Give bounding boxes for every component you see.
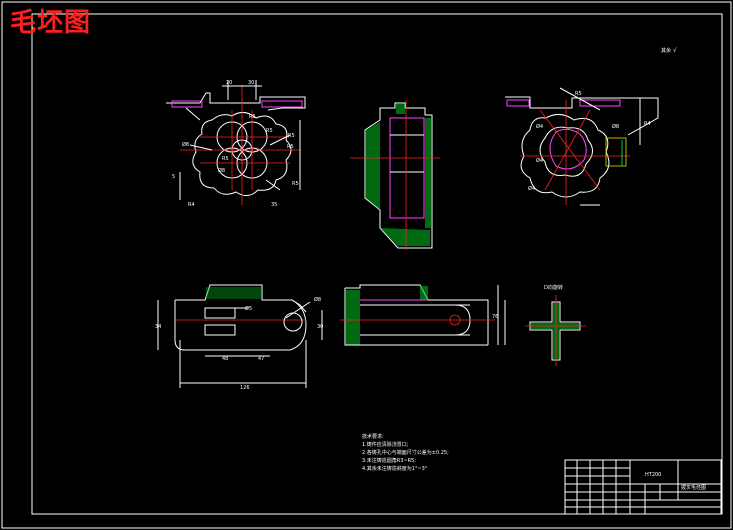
roughness-mark: 其余: [661, 47, 671, 54]
svg-text:Ø5: Ø5: [245, 305, 252, 312]
svg-text:5: 5: [172, 174, 175, 180]
svg-text:R5: R5: [266, 128, 273, 134]
svg-text:Ø4: Ø4: [536, 157, 543, 164]
svg-text:R5: R5: [249, 114, 256, 120]
frame-border: [31, 13, 723, 515]
svg-text:20: 20: [226, 80, 232, 86]
svg-text:Ø8: Ø8: [612, 123, 619, 130]
d-view-label: D向旋转: [544, 284, 563, 291]
svg-text:Ø8: Ø8: [314, 296, 321, 303]
svg-text:30: 30: [317, 324, 323, 330]
svg-text:34: 34: [155, 324, 161, 330]
bottom-middle-side-view: 76: [340, 284, 506, 346]
svg-text:30: 30: [248, 80, 254, 86]
svg-text:76: 76: [492, 314, 498, 320]
material-label: HT200: [645, 472, 661, 478]
svg-text:R5: R5: [575, 91, 582, 97]
svg-text:48: 48: [222, 356, 228, 362]
top-left-view: 20 30 R5 R5 R5 R5 Ø8 R5 Ø8 R5 5 R4 35: [166, 80, 306, 208]
svg-text:R5: R5: [222, 156, 229, 162]
svg-text:Ø4: Ø4: [536, 123, 543, 130]
tech-requirements: 技术要求: 1.铸件应清除浇冒口; 2.各铸孔中心与端面尺寸公差为±0.25; …: [362, 433, 449, 472]
svg-text:R4: R4: [644, 121, 651, 127]
tech-item-2: 2.各铸孔中心与端面尺寸公差为±0.25;: [362, 449, 449, 456]
tech-heading: 技术要求:: [362, 433, 384, 440]
svg-text:Ø8: Ø8: [218, 167, 225, 174]
d-view-rotated: D向旋转: [525, 284, 586, 366]
title-block: HT200 拨叉毛坯图: [564, 459, 722, 515]
svg-text:R5: R5: [288, 133, 295, 139]
svg-text:126: 126: [240, 385, 250, 391]
bottom-left-front-view: Ø5 Ø8 48 47 126 34 30: [155, 284, 323, 391]
tech-item-1: 1.铸件应清除浇冒口;: [362, 441, 409, 448]
svg-text:35: 35: [271, 202, 277, 208]
svg-text:R5: R5: [287, 144, 294, 150]
svg-text:47: 47: [258, 356, 264, 362]
top-middle-section-view: [350, 100, 440, 250]
svg-text:Ø8: Ø8: [182, 141, 189, 148]
drawing-title: 毛坯图: [10, 8, 92, 38]
svg-text:R5: R5: [292, 181, 299, 187]
svg-text:R4: R4: [188, 202, 195, 208]
tech-item-4: 4.其余未注铸造斜度为1°~3°: [362, 465, 428, 472]
svg-text:Ø4: Ø4: [528, 185, 535, 192]
top-right-view: R5 Ø4 Ø8 R4 Ø4 Ø4: [505, 87, 659, 206]
tech-item-3: 3.未注铸造圆角R3~R5;: [362, 457, 416, 464]
drawing-name: 拨叉毛坯图: [681, 484, 706, 491]
roughness-symbol: √: [673, 47, 677, 54]
